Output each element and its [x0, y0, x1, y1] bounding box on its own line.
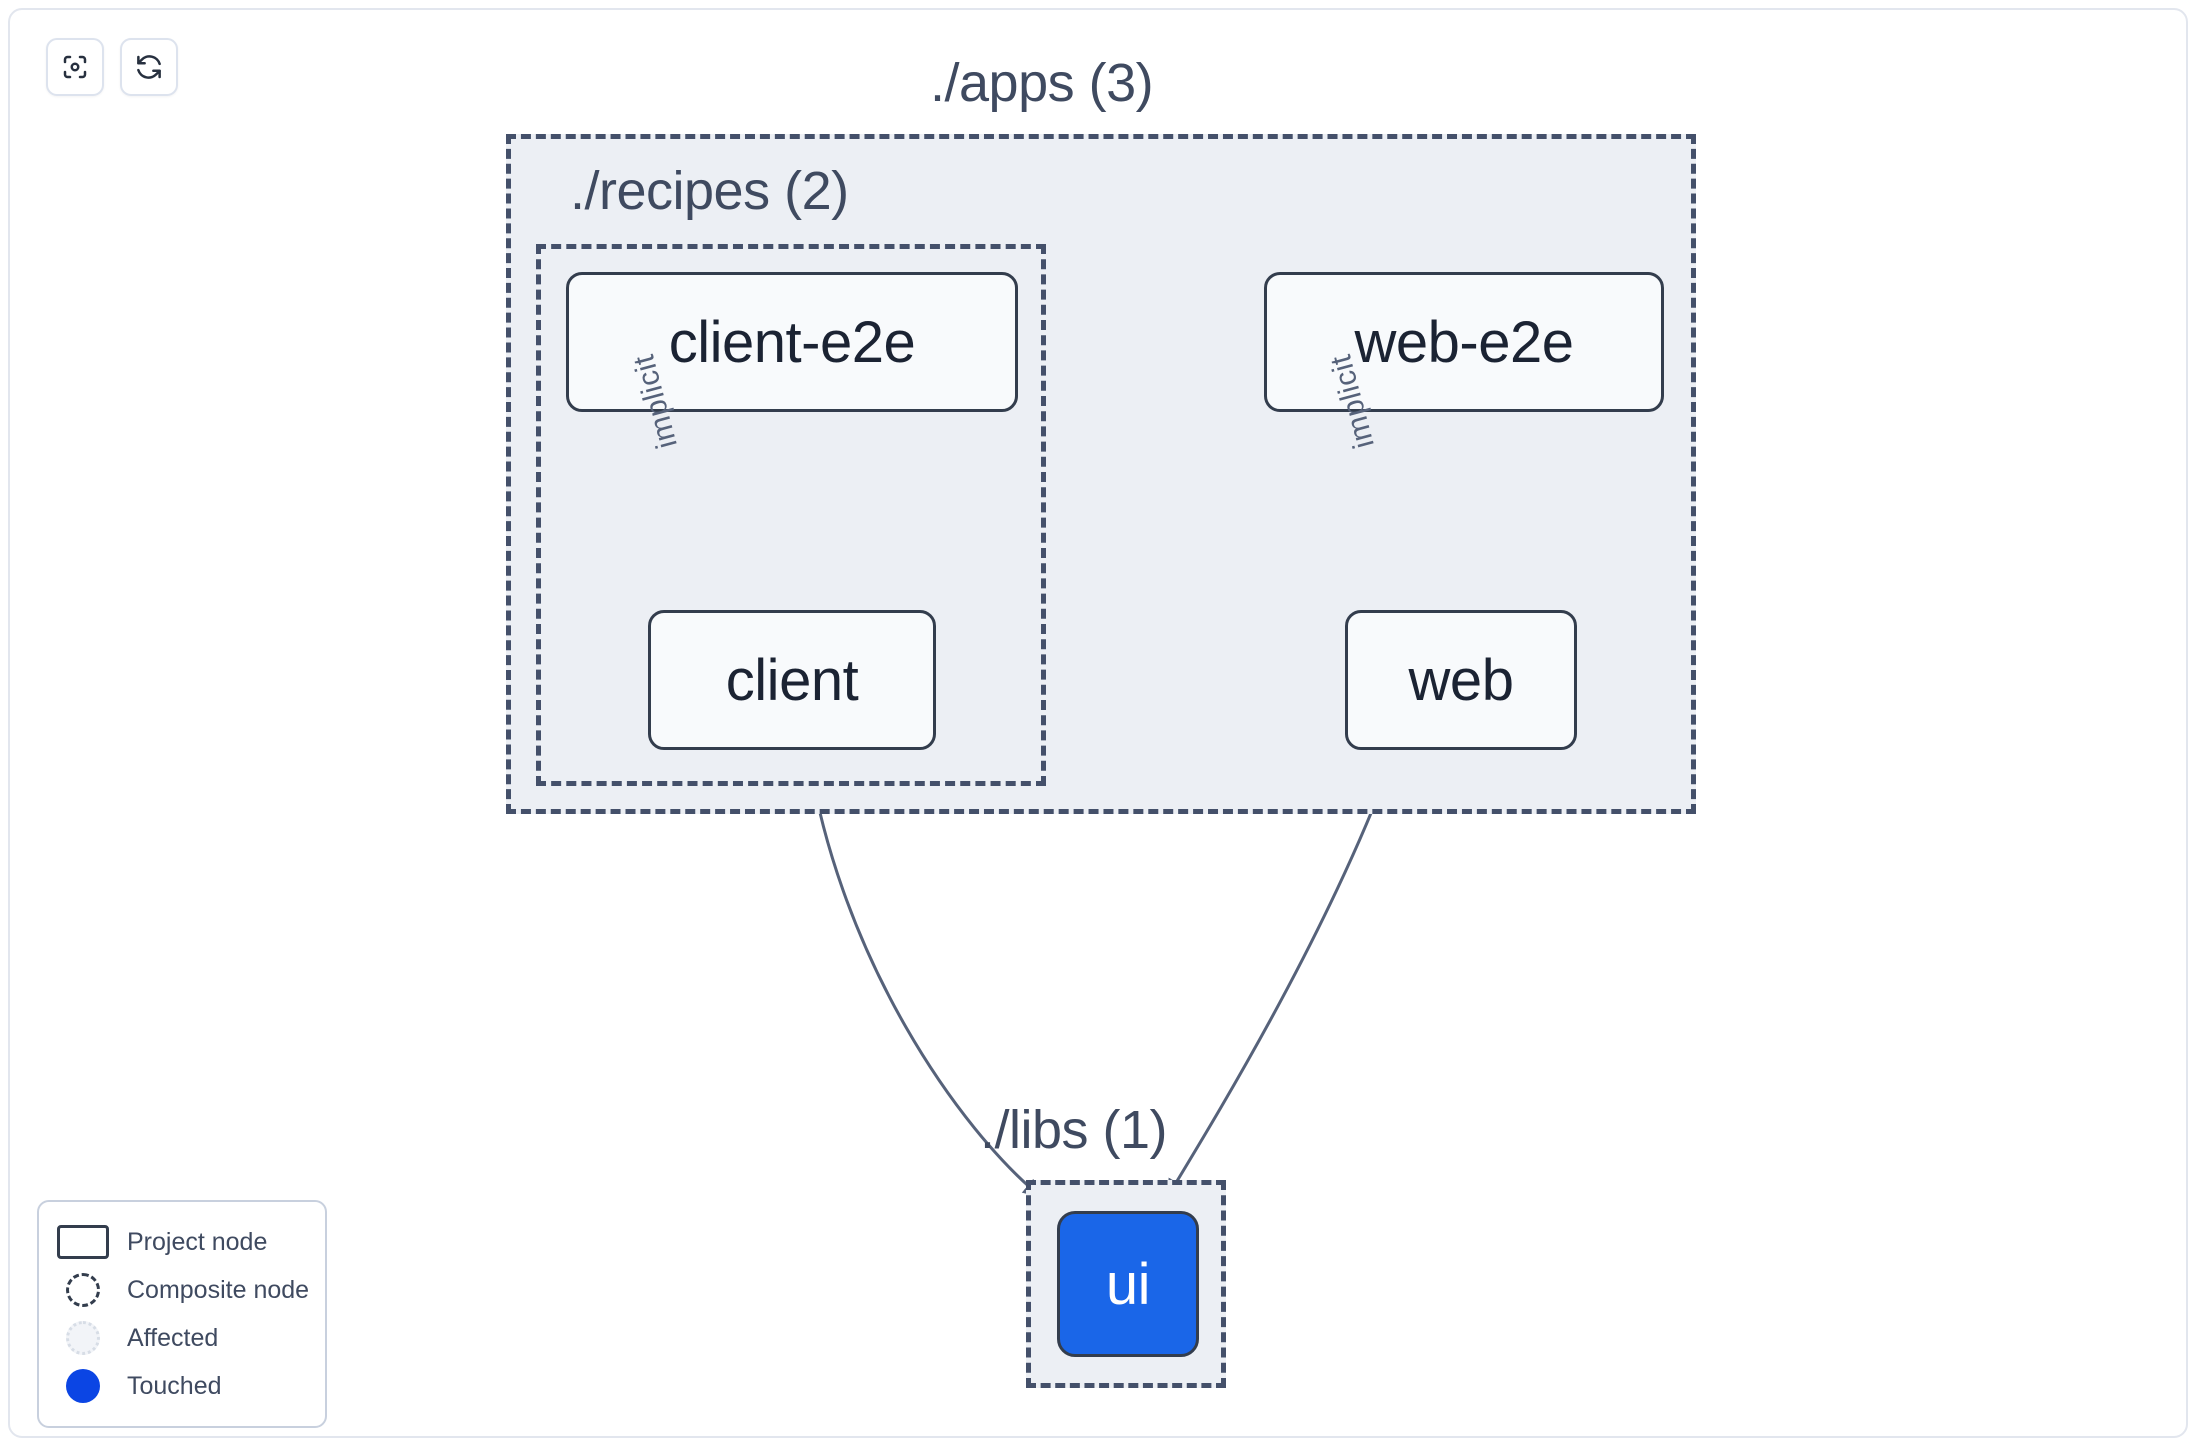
- legend-label-affected: Affected: [127, 1323, 219, 1352]
- affected-swatch-icon: [57, 1321, 109, 1355]
- project-node-web[interactable]: web: [1345, 610, 1577, 750]
- legend-item-affected: Affected: [57, 1314, 307, 1362]
- focus-target-icon: [60, 52, 90, 82]
- project-node-client-e2e[interactable]: client-e2e: [566, 272, 1018, 412]
- refresh-graph-button[interactable]: [120, 38, 178, 96]
- legend-label-project-node: Project node: [127, 1227, 268, 1256]
- project-node-client[interactable]: client: [648, 610, 936, 750]
- refresh-sync-icon: [134, 52, 164, 82]
- composite-label-libs: ./libs (1): [980, 1100, 1168, 1160]
- project-node-swatch-icon: [57, 1225, 109, 1259]
- project-node-web-e2e[interactable]: web-e2e: [1264, 272, 1664, 412]
- composite-node-swatch-icon: [57, 1273, 109, 1307]
- graph-legend: Project node Composite node Affected Tou…: [37, 1200, 327, 1428]
- legend-label-composite-node: Composite node: [127, 1275, 310, 1304]
- project-node-ui[interactable]: ui: [1057, 1211, 1199, 1357]
- focus-graph-button[interactable]: [46, 38, 104, 96]
- legend-item-project-node: Project node: [57, 1218, 307, 1266]
- graph-toolbar: [46, 38, 178, 96]
- composite-label-recipes: ./recipes (2): [570, 161, 849, 221]
- composite-label-apps: ./apps (3): [930, 53, 1154, 113]
- touched-swatch-icon: [57, 1369, 109, 1403]
- legend-item-touched: Touched: [57, 1362, 307, 1410]
- legend-label-touched: Touched: [127, 1371, 222, 1400]
- legend-item-composite-node: Composite node: [57, 1266, 310, 1314]
